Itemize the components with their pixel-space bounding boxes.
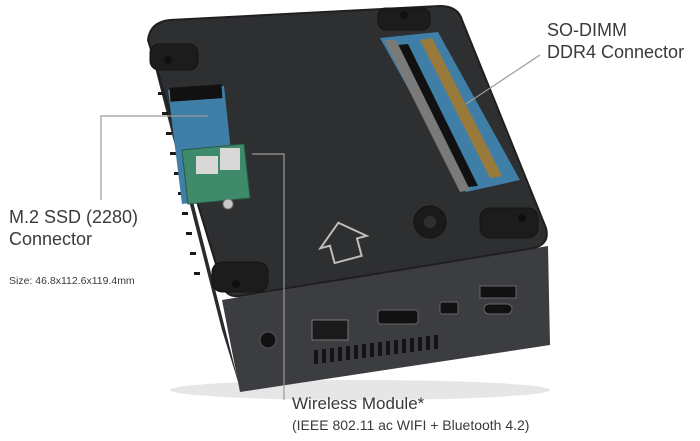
this-way-up-arrow-icon [317, 221, 370, 265]
usb-port-1 [479, 285, 517, 299]
callout-lines [100, 54, 541, 400]
front-ports [259, 285, 517, 364]
front-vents [314, 335, 438, 364]
m2-slot [168, 84, 251, 210]
wireless-label-line1: Wireless Module* [292, 394, 425, 413]
hdmi-port [377, 309, 419, 325]
sodimm-label-line1: SO-DIMM [547, 20, 627, 40]
m2-label-line1: M.2 SSD (2280) [9, 207, 139, 227]
mini-pc [146, 4, 550, 400]
callout-sodimm [465, 54, 541, 105]
m2-label-line2: Connector [9, 229, 93, 249]
wireless-label-line2: (IEEE 802.11 ac WIFI + Bluetooth 4.2) [292, 417, 530, 433]
mini-displayport [439, 301, 459, 315]
ethernet-port [311, 319, 349, 341]
sodimm-slots [380, 32, 520, 192]
size-label: Size: 46.8x112.6x119.4mm [9, 275, 135, 287]
case-left-side [148, 40, 240, 388]
callout-wireless [252, 153, 285, 400]
sodimm-label-line2: DDR4 Connector [547, 42, 685, 62]
audio-jack [259, 331, 277, 349]
callout-m2 [100, 115, 208, 200]
screws [164, 11, 526, 288]
usb-c-port [483, 303, 513, 315]
